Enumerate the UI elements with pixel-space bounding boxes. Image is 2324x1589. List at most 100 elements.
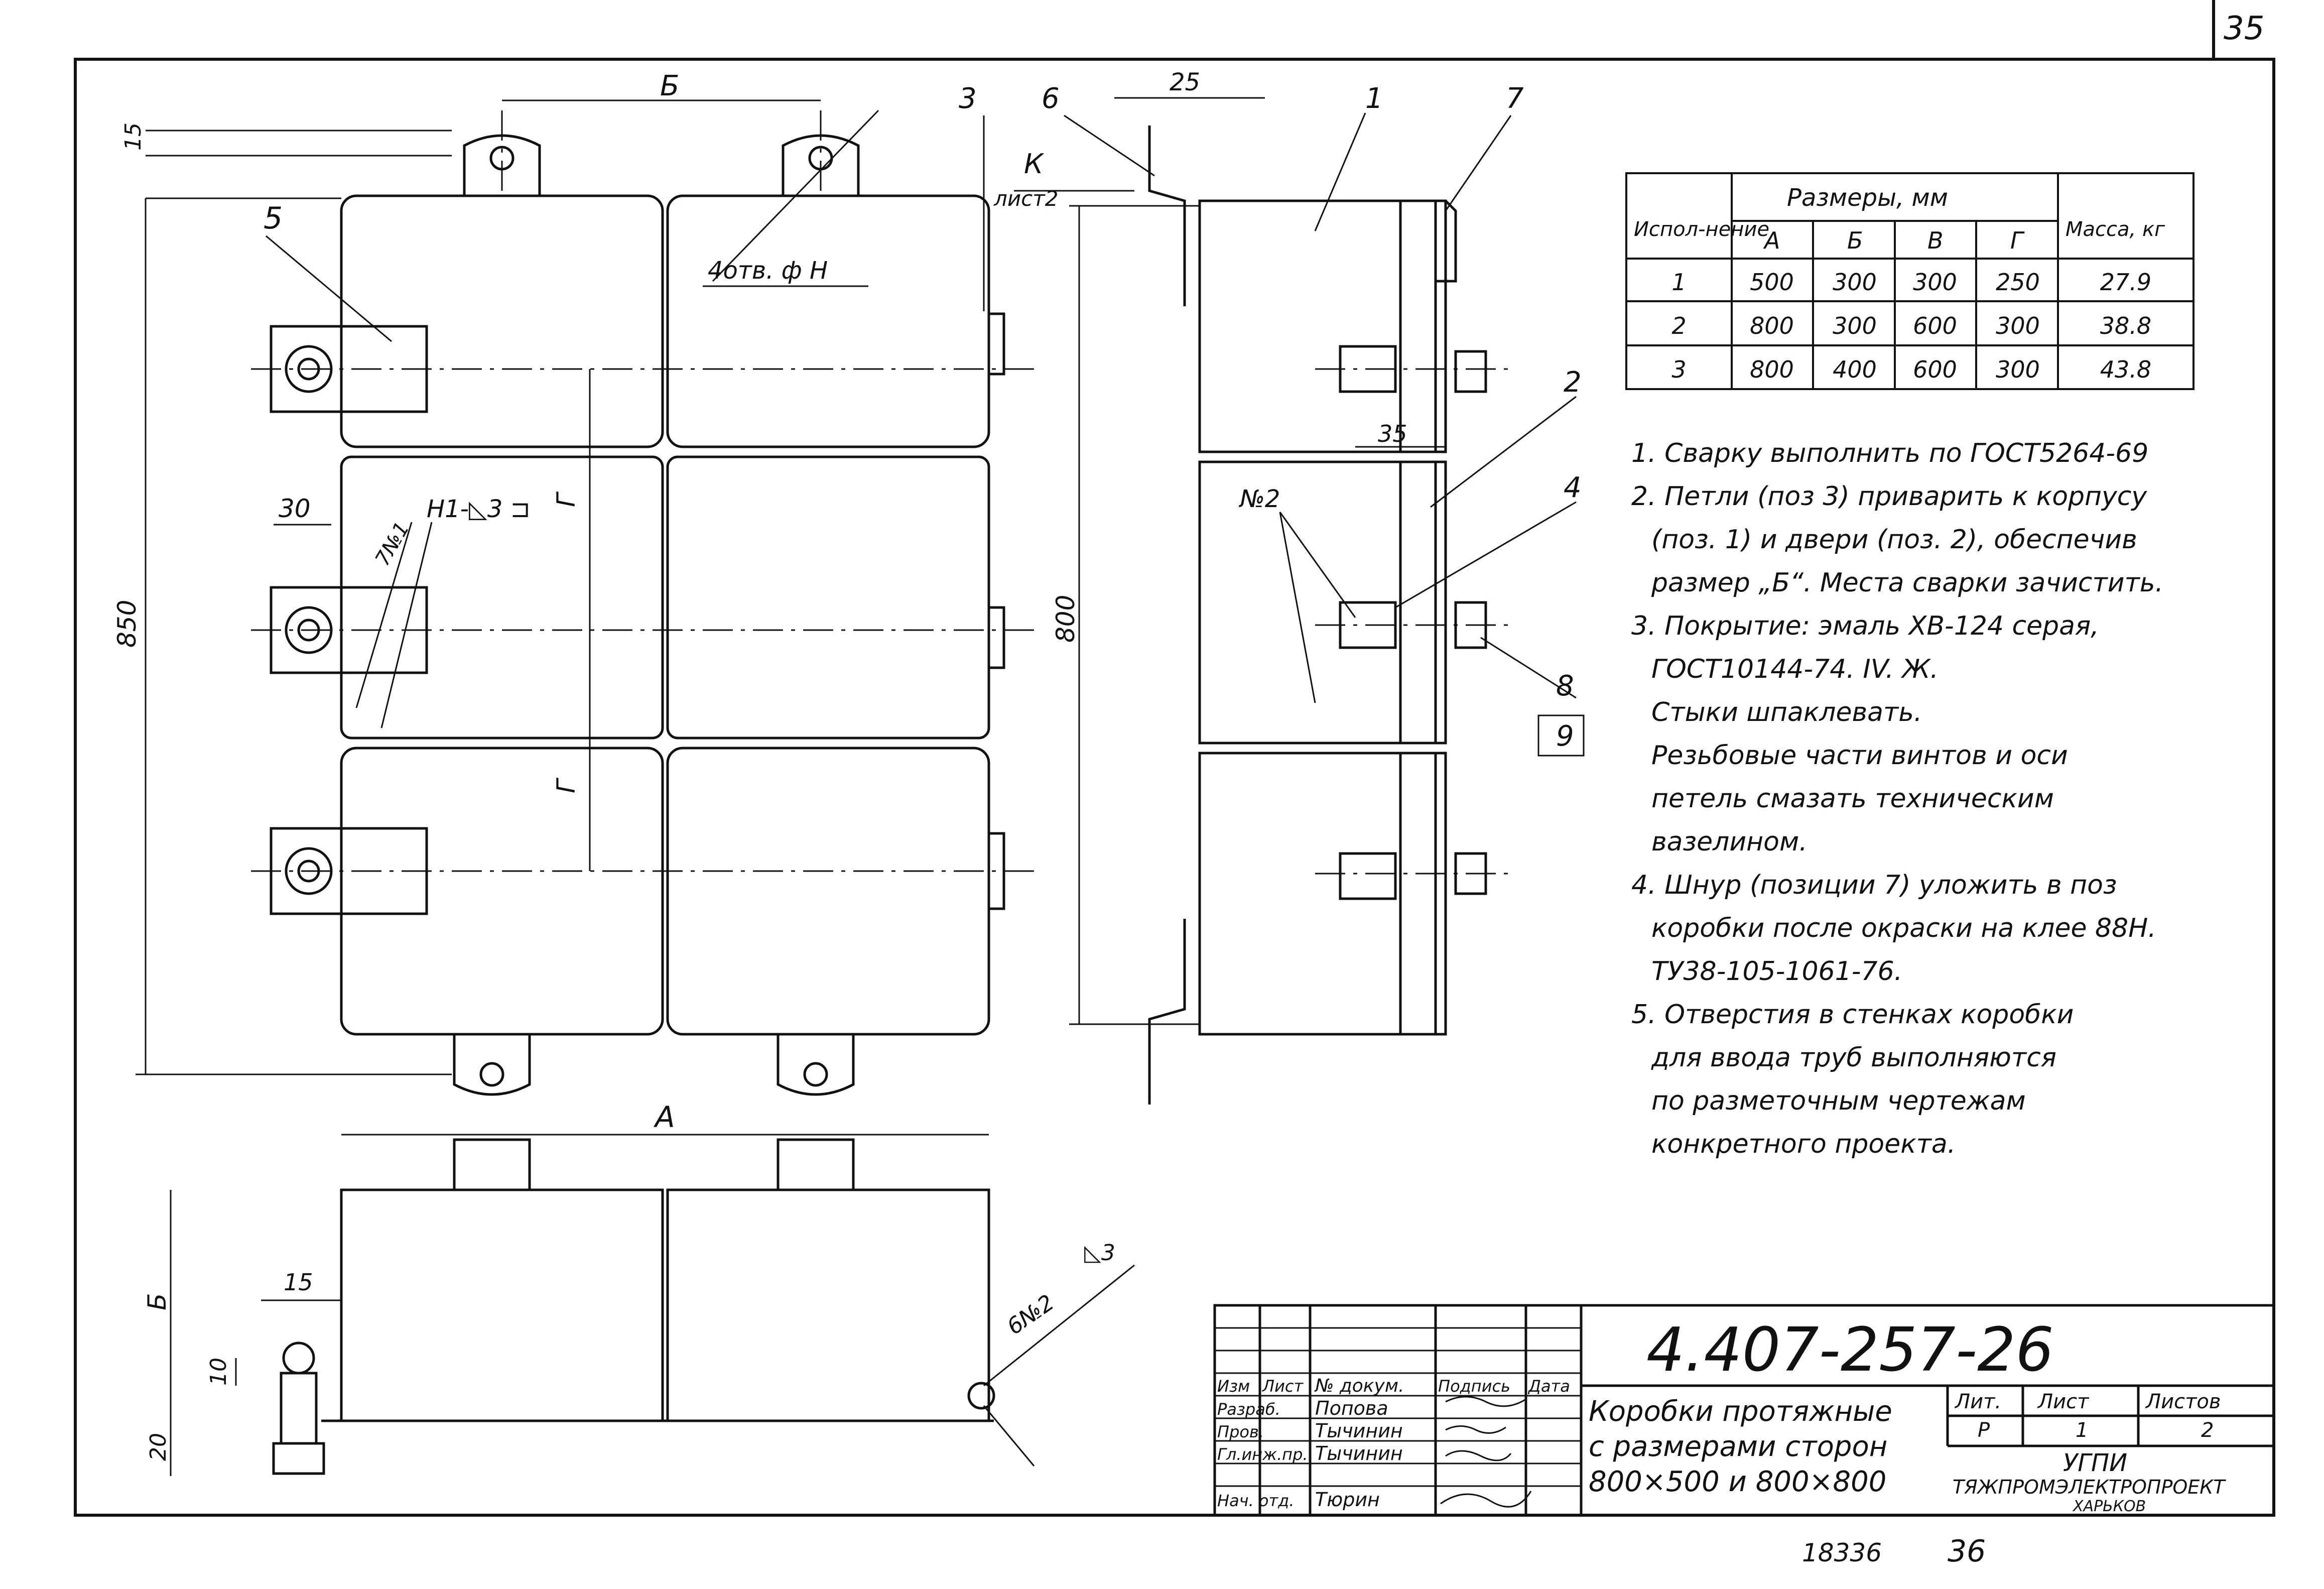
pos-4-label: 4 bbox=[1564, 471, 1582, 504]
sheet-label: Лист bbox=[2037, 1390, 2090, 1413]
footer-page: 36 bbox=[1948, 1534, 1986, 1569]
dim-b-label: Б bbox=[660, 70, 679, 102]
lug-bot-left bbox=[453, 1034, 531, 1096]
signature-4 bbox=[1440, 1491, 1532, 1508]
pos-9-label: 9 bbox=[1556, 720, 1574, 753]
side-body-top bbox=[1198, 199, 1437, 453]
size-table-col-b: Б bbox=[1847, 227, 1863, 254]
size-table-cell: 38.8 bbox=[2100, 312, 2151, 339]
pos-5-label: 5 bbox=[264, 201, 283, 236]
weld-note-3-leg: ◺3 bbox=[1084, 1240, 1115, 1266]
tb-name: Тычинин bbox=[1315, 1420, 1403, 1442]
note-line: конкретного проекта. bbox=[1651, 1129, 1956, 1159]
dim-a-label: А bbox=[653, 1100, 675, 1134]
leader-holes bbox=[712, 109, 879, 282]
size-table-cell: 43.8 bbox=[2100, 356, 2151, 383]
side-nut-1 bbox=[1454, 350, 1487, 393]
size-table-cell: 250 bbox=[1996, 269, 2040, 296]
leader-pos4 bbox=[1395, 501, 1577, 608]
bottom-body-right bbox=[666, 1188, 990, 1422]
tb-role: Разраб. bbox=[1217, 1400, 1280, 1419]
weld-note-2: №2 bbox=[1238, 485, 1280, 513]
side-body-mid bbox=[1198, 460, 1437, 745]
size-table-cell: 300 bbox=[1996, 312, 2040, 339]
leader-pos8 bbox=[1480, 637, 1577, 699]
note-line: Резьбовые части винтов и оси bbox=[1651, 741, 2068, 771]
lock-2 bbox=[987, 606, 1005, 669]
size-table-cell: 1 bbox=[1671, 269, 1686, 296]
side-body-bot bbox=[1198, 752, 1437, 1036]
size-table-cell: 3 bbox=[1671, 356, 1686, 383]
bottom-hinge-eye bbox=[282, 1341, 315, 1375]
leader-pos7 bbox=[1445, 115, 1512, 211]
size-table-cell: 27.9 bbox=[2100, 269, 2151, 296]
note-line: 4. Шнур (позиции 7) уложить в поз bbox=[1631, 870, 2117, 900]
dim-15-top-label: 15 bbox=[120, 123, 146, 151]
note-line: для ввода труб выполняются bbox=[1651, 1043, 2056, 1073]
pos-2-label: 2 bbox=[1564, 366, 1582, 399]
signature-1 bbox=[1445, 1396, 1526, 1407]
note-line: петель смазать техническим bbox=[1651, 784, 2054, 814]
sheet-frame bbox=[74, 58, 2275, 1517]
view-sheet-label: лист2 bbox=[993, 186, 1058, 211]
note-line: 3. Покрытие: эмаль ХВ-124 серая, bbox=[1631, 611, 2099, 641]
tb-role: Гл.инж.пр. bbox=[1217, 1445, 1308, 1464]
tb-name: Попова bbox=[1315, 1397, 1388, 1419]
dim-800-label: 800 bbox=[1051, 595, 1080, 643]
signature-3 bbox=[1445, 1450, 1512, 1461]
leader-5 bbox=[266, 235, 392, 342]
bottom-lug-left bbox=[453, 1138, 531, 1191]
pos-8-label: 8 bbox=[1556, 670, 1574, 702]
size-table-cell: 600 bbox=[1913, 356, 1957, 383]
dim-g2-label: Г bbox=[552, 777, 581, 793]
leader-weld2b bbox=[1279, 512, 1316, 703]
note-line: коробки после окраски на клее 88Н. bbox=[1651, 913, 2156, 943]
panel-mid-right bbox=[666, 455, 990, 740]
leader-weld-1a bbox=[355, 522, 413, 708]
dim-35-label: 35 bbox=[1378, 420, 1407, 447]
dim-15-bottom-label: 15 bbox=[284, 1269, 313, 1296]
panel-bot-left bbox=[340, 747, 664, 1036]
side-view bbox=[983, 97, 1577, 1105]
hdr-sign: Подпись bbox=[1438, 1377, 1510, 1396]
dim-20-label: 20 bbox=[146, 1433, 171, 1461]
leader-weld3b bbox=[983, 1405, 1035, 1466]
dim-30-label: 30 bbox=[279, 494, 311, 523]
bottom-hinge-post bbox=[280, 1372, 318, 1445]
size-table-cell: 2 bbox=[1671, 312, 1686, 339]
size-table bbox=[1625, 172, 2194, 390]
size-table-cell: 300 bbox=[1833, 269, 1877, 296]
size-table-col-v: В bbox=[1927, 227, 1944, 254]
note-line: 2. Петли (поз 3) приварить к корпусу bbox=[1631, 481, 2147, 512]
lug-bot-right bbox=[777, 1034, 855, 1096]
side-cord-corner bbox=[1405, 199, 1457, 283]
size-table-cell: 300 bbox=[1833, 312, 1877, 339]
tb-name: Тычинин bbox=[1315, 1442, 1403, 1464]
dim-25-label: 25 bbox=[1170, 68, 1200, 96]
note-line: по разметочным чертежам bbox=[1651, 1086, 2026, 1116]
tb-roles: Разраб.ПоповаПров.ТычининГл.инж.пр.Тычин… bbox=[1217, 1397, 1403, 1511]
size-table-cell: 300 bbox=[1996, 356, 2040, 383]
tb-title-line-2: с размерами сторон bbox=[1589, 1430, 1887, 1463]
note-line: Стыки шпаклевать. bbox=[1651, 697, 1922, 727]
leader-pos6 bbox=[1064, 114, 1155, 177]
bottom-lug-right bbox=[777, 1138, 855, 1191]
title-block-frame bbox=[1213, 1304, 2275, 1517]
size-table-col-a: А bbox=[1763, 227, 1780, 254]
footer-inventory: 18336 bbox=[1802, 1538, 1882, 1567]
hdr-list: Лист bbox=[1262, 1377, 1304, 1396]
panel-mid-left bbox=[340, 455, 664, 740]
size-table-cell: 800 bbox=[1750, 312, 1794, 339]
holes-note: 4отв. ф Н bbox=[708, 257, 828, 285]
lock-1 bbox=[987, 312, 1005, 376]
org-line-3: ХАРЬКОВ bbox=[2072, 1498, 2146, 1515]
note-line: размер „Б“. Места сварки зачистить. bbox=[1651, 568, 2163, 598]
lock-3 bbox=[987, 832, 1005, 910]
tb-name: Тюрин bbox=[1315, 1489, 1380, 1511]
panel-top-right bbox=[666, 194, 990, 448]
bottom-view bbox=[170, 1138, 1135, 1476]
dim-10-label: 10 bbox=[206, 1358, 231, 1386]
leader-pos2 bbox=[1430, 396, 1577, 508]
